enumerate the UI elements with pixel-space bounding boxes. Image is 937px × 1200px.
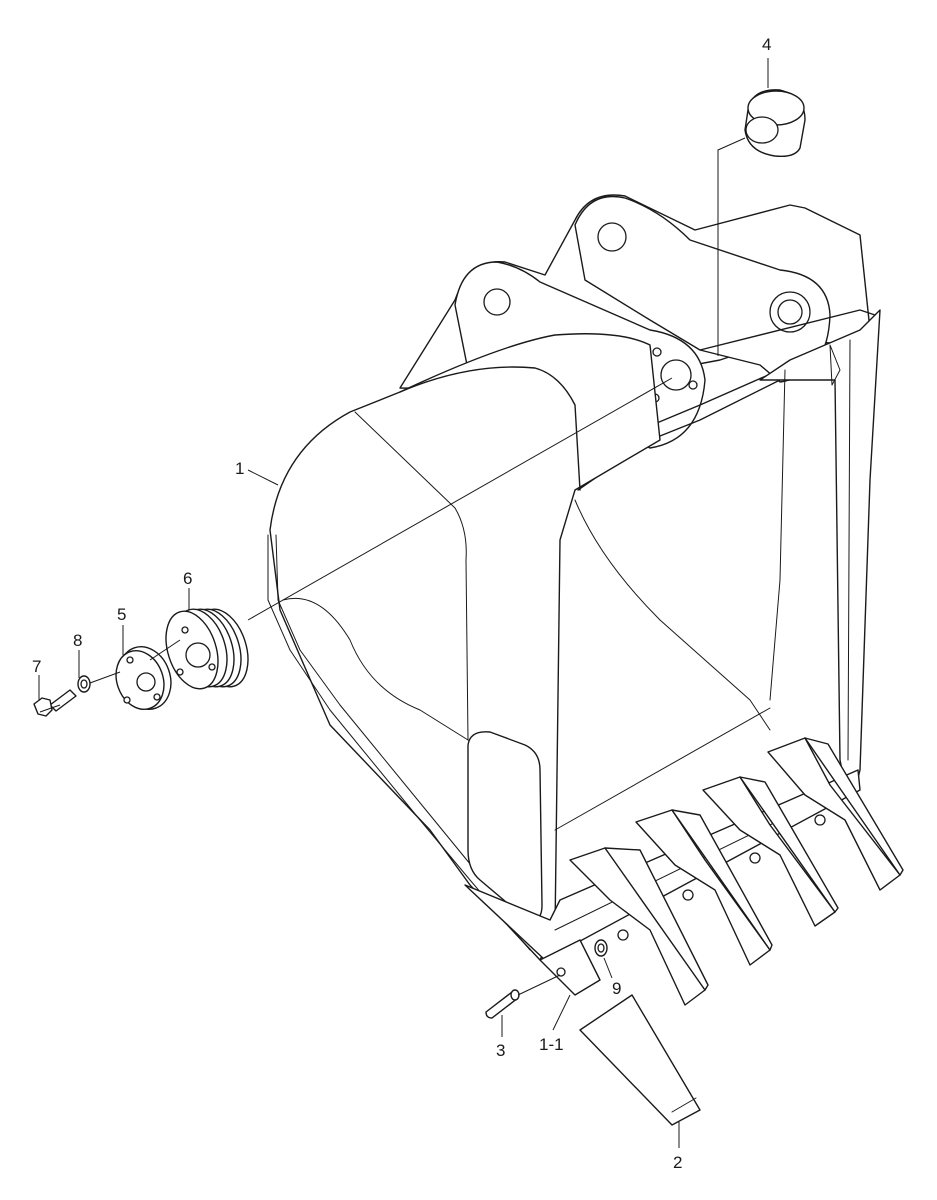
callout-9: 9 bbox=[612, 979, 621, 998]
tooth-mounted-3 bbox=[702, 776, 839, 927]
tooth-mounted-4 bbox=[767, 737, 904, 891]
tooth-mounted-2 bbox=[635, 809, 773, 966]
retainer-plate-part-5 bbox=[115, 646, 172, 710]
callout-1: 1 bbox=[235, 459, 244, 478]
pin-part-3 bbox=[485, 989, 520, 1019]
callout-3: 3 bbox=[496, 1041, 505, 1060]
callout-4: 4 bbox=[762, 35, 771, 54]
adapter-part-1-1 bbox=[539, 939, 601, 996]
bushing-part-4 bbox=[744, 89, 806, 158]
retainer-part-9 bbox=[594, 939, 608, 957]
washer-part-8 bbox=[77, 675, 91, 693]
tooth-mounted-1 bbox=[569, 847, 709, 1006]
callout-8: 8 bbox=[73, 631, 82, 650]
callout-7: 7 bbox=[32, 657, 41, 676]
callout-2: 2 bbox=[673, 1153, 682, 1172]
callout-1-1: 1-1 bbox=[539, 1035, 564, 1054]
callout-6: 6 bbox=[183, 569, 192, 588]
callout-5: 5 bbox=[117, 605, 126, 624]
assembly-lines bbox=[39, 137, 746, 996]
bucket-body bbox=[267, 194, 881, 961]
shim-stack-part-6 bbox=[165, 608, 249, 690]
callout-labels: 1 4 6 5 8 7 3 1-1 9 2 bbox=[32, 35, 771, 1172]
callout-leaders bbox=[38, 58, 769, 1148]
tooth-part-2 bbox=[579, 994, 701, 1126]
mounted-teeth bbox=[569, 737, 904, 1006]
